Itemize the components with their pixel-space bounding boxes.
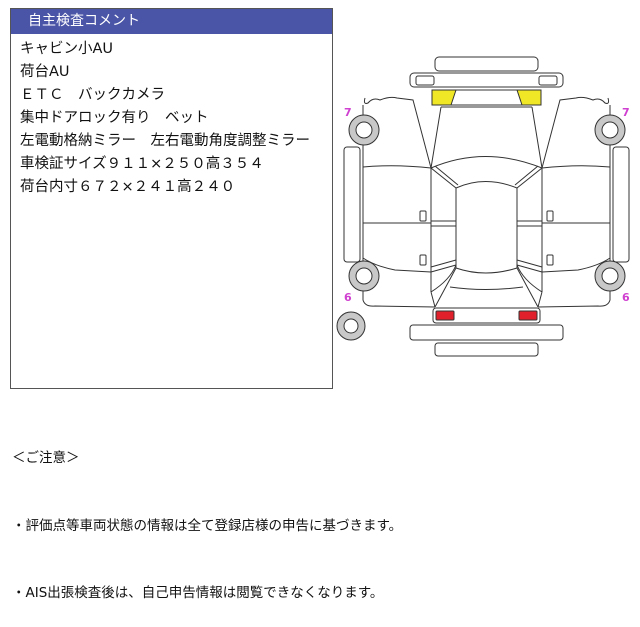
grille: [451, 89, 522, 106]
left-mirror: [343, 146, 361, 263]
left-rear-handle: [419, 254, 427, 266]
note-item: ・評価点等車両状態の情報は全て登録店様の申告に基づきます。: [12, 517, 403, 534]
pillars: [430, 220, 543, 273]
right-mirror: [612, 146, 630, 263]
front-left-rim: [355, 121, 373, 139]
right-headlight: [516, 89, 542, 106]
notes: ＜ご注意＞ ・評価点等車両状態の情報は全て登録店様の申告に基づきます。 ・AIS…: [12, 402, 402, 627]
self-inspection-comment-panel: 自主検査コメント キャビン小AU 荷台AU ＥＴＣ バックカメラ 集中ドアロック…: [10, 8, 333, 389]
right-rear-handle: [546, 254, 554, 266]
comment-line: ＥＴＣ バックカメラ: [20, 87, 165, 103]
marker-rear-left: 6: [344, 291, 352, 304]
marker-front-left: 7: [344, 106, 352, 119]
note-item: ・AIS出張検査後は、自己申告情報は閲覧できなくなります。: [12, 585, 384, 601]
rear-panel: [432, 307, 541, 324]
left-body-side: [362, 96, 436, 308]
rear-deck: [430, 264, 543, 308]
comment-line: 左電動格納ミラー 左右電動角度調整ミラー: [20, 133, 310, 149]
notes-heading: ＜ご注意＞: [12, 450, 80, 466]
left-door-lines: [362, 165, 432, 273]
marker-rear-right: 6: [622, 291, 630, 304]
panel-title: 自主検査コメント: [11, 9, 332, 34]
comment-line: 荷台AU: [20, 64, 70, 80]
vehicle-damage-diagram: 7 7 6 6: [336, 56, 630, 357]
comment-line: キャビン小AU: [20, 41, 114, 57]
windshield: [430, 156, 543, 189]
rear-bumper: [409, 324, 564, 341]
front-bumper-top: [434, 56, 539, 72]
front-bumper: [409, 72, 564, 88]
front-right-lamp: [538, 75, 558, 86]
right-taillight: [518, 310, 538, 321]
rear-left-rim: [355, 267, 373, 285]
roof: [430, 168, 543, 292]
front-left-lamp: [415, 75, 435, 86]
right-front-handle: [546, 210, 554, 222]
right-body-side: [537, 96, 611, 308]
left-headlight: [431, 89, 457, 106]
left-front-handle: [419, 210, 427, 222]
marker-front-right: 7: [622, 106, 630, 119]
hood: [430, 106, 543, 169]
comment-line: 荷台内寸６７２×２４１高２４０: [20, 179, 236, 195]
right-door-lines: [541, 165, 611, 273]
front-right-rim: [601, 121, 619, 139]
wheels: [336, 114, 626, 341]
comment-line: 集中ドアロック有り ベット: [20, 110, 209, 126]
rear-right-rim: [601, 267, 619, 285]
spare-rim: [343, 318, 359, 334]
left-taillight: [435, 310, 455, 321]
rear-step: [434, 342, 539, 357]
comment-line: 車検証サイズ９１１×２５０高３５４: [20, 156, 264, 172]
